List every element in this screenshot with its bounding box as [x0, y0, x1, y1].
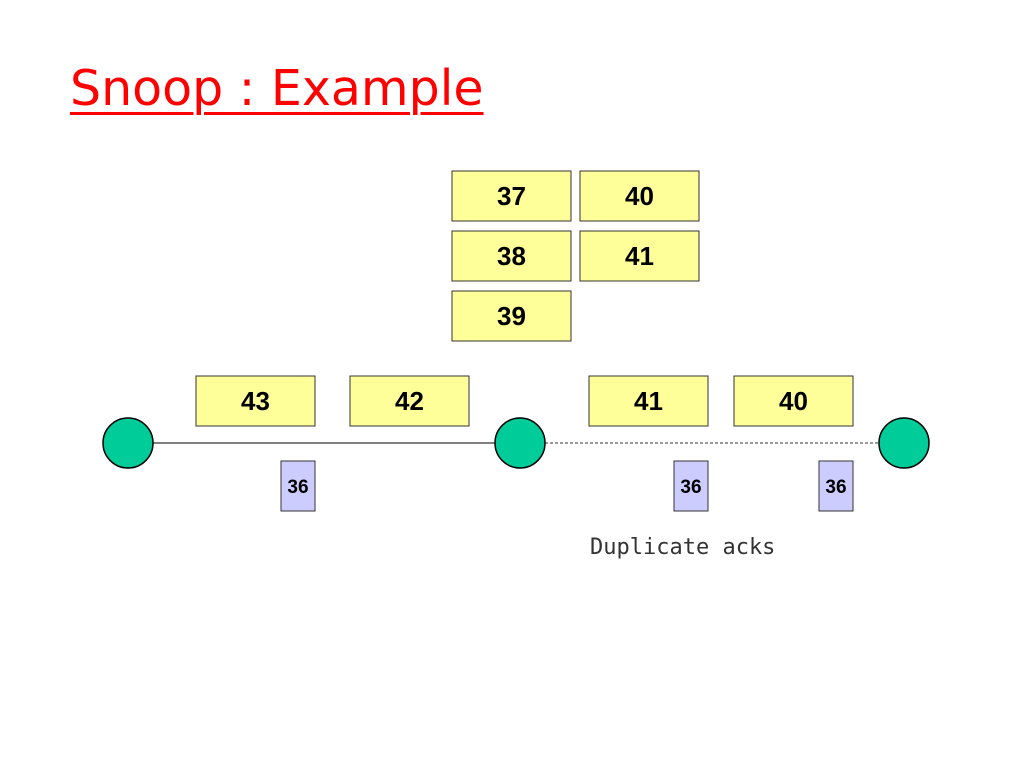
buffer-packet-label: 37	[497, 181, 526, 211]
buffer-packet: 41	[579, 230, 700, 282]
slide-title: Snoop : Example	[70, 60, 484, 117]
link-packet: 41	[588, 375, 709, 427]
buffer-packet: 37	[451, 170, 572, 222]
duplicate-acks-caption: Duplicate acks	[590, 535, 776, 560]
link-packet-label: 41	[634, 386, 663, 416]
buffer-packet-label: 39	[497, 301, 526, 331]
link-packet: 43	[195, 375, 316, 427]
buffer-packet: 40	[579, 170, 700, 222]
link-packet-label: 40	[779, 386, 808, 416]
buffer-packet: 39	[451, 290, 572, 342]
base-station-node	[494, 417, 546, 469]
ack-packet: 36	[818, 460, 854, 512]
buffer-packet-label: 41	[625, 241, 654, 271]
buffer-packet-label: 40	[625, 181, 654, 211]
link-packet: 42	[349, 375, 470, 427]
buffer-packet-label: 38	[497, 241, 526, 271]
link-packet-label: 43	[241, 386, 270, 416]
link-packet: 40	[733, 375, 854, 427]
ack-packet: 36	[280, 460, 316, 512]
ack-packet-label: 36	[825, 477, 846, 498]
receiver-node	[878, 417, 930, 469]
link-packet-label: 42	[395, 386, 424, 416]
ack-packet: 36	[673, 460, 709, 512]
ack-packet-label: 36	[680, 477, 701, 498]
sender-node	[102, 417, 154, 469]
ack-packet-label: 36	[287, 477, 308, 498]
buffer-packet: 38	[451, 230, 572, 282]
